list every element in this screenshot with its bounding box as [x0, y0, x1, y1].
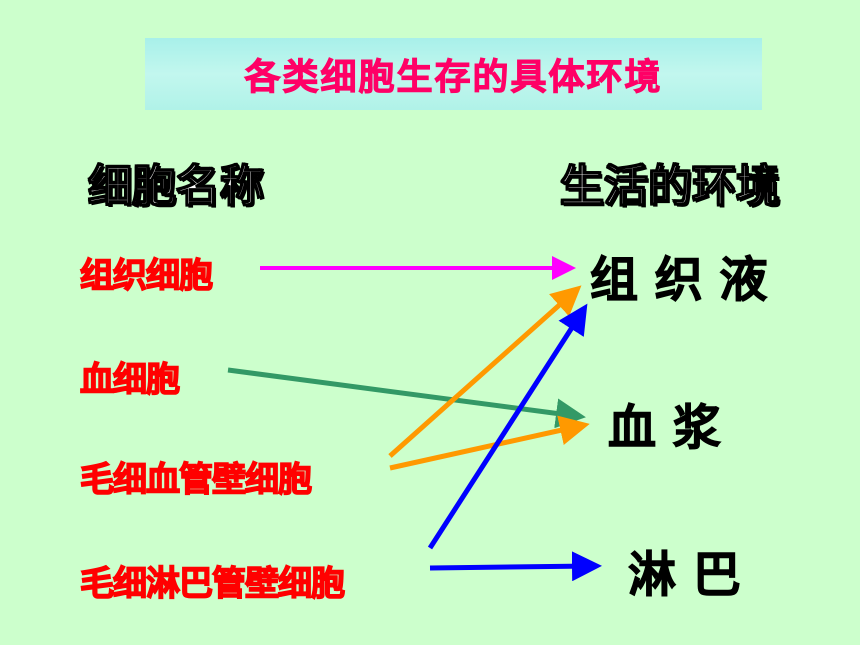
arrow-lymph-wall-to-lymph: [429, 551, 602, 582]
cell-tissue: 组织细胞: [79, 255, 214, 297]
cell-blood: 血细胞: [79, 359, 181, 401]
header-cell-names: 细胞名称: [87, 160, 265, 213]
arrow-capillary-wall-to-plasma: [389, 415, 590, 471]
arrow-blood-cell-to-plasma: [227, 367, 586, 429]
title-banner: 各类细胞生存的具体环境: [145, 38, 762, 110]
cell-capillary-wall: 毛细血管壁细胞: [79, 459, 313, 501]
header-environment: 生活的环境: [559, 160, 781, 213]
env-lymph: 淋 巴: [628, 547, 742, 604]
env-tissue-fluid: 组 织 液: [589, 252, 768, 309]
arrow-lymph-wall-to-tissue-fluid: [427, 303, 588, 550]
arrow-capillary-wall-to-tissue-fluid: [388, 285, 582, 458]
diagram-title: 各类细胞生存的具体环境: [244, 57, 663, 99]
cell-lymph-capillary-wall: 毛细淋巴管壁细胞: [79, 563, 346, 605]
env-plasma: 血 浆: [608, 400, 722, 457]
